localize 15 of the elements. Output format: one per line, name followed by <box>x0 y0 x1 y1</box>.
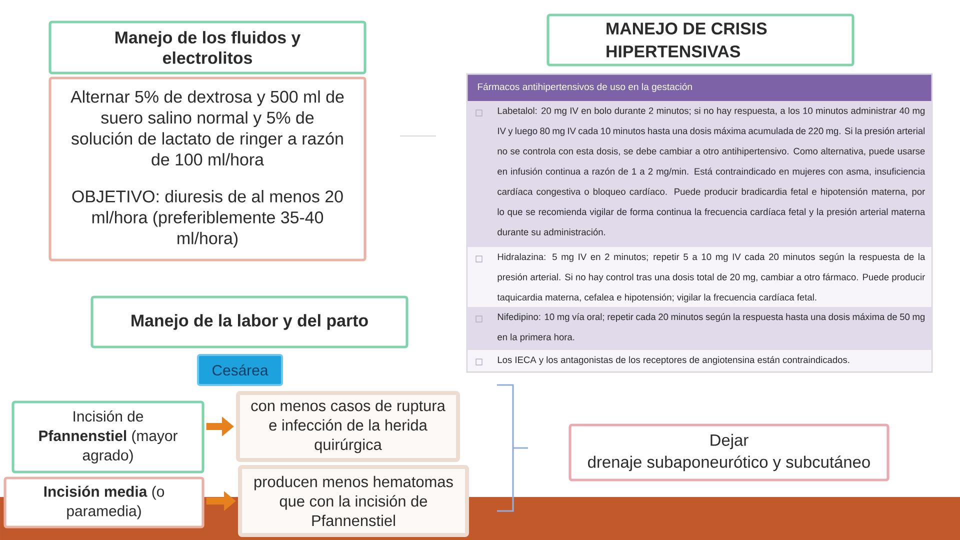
heading-box: Manejo de los fluidos y electrolitos <box>48 20 366 74</box>
heading-box: Manejo de la labor y del parto <box>90 296 408 348</box>
table-row: Nifedipino: 10 mg vía oral; repetir cada 20 minutos según la respuesta hasta una dosis máxima de 50 mg en la primera hora. <box>468 307 932 350</box>
text-box: producen menos hematomas que con la incisión de Pfannenstiel <box>238 465 469 537</box>
text-box: Alternar 5% de dextrosa y 500 ml de suero salino normal y 5% de solución de lactato de ringer a razón de 100 ml/hora OBJETIVO: diuresis de al menos 20 ml/hora (preferiblemente 35-40 ml/hora) <box>48 76 366 262</box>
table-row: Labetalol: 20 mg IV en bolo durante 2 minutos; si no hay respuesta, a los 10 minutos administrar 40 mg IV y luego 80 mg IV cada 10 minutos hasta una dosis máxima acumulada de 220 mg. Si la presión arterial no se controla con esta dosis, se debe cambiar a otro antihipertensivo. Como alternativa, puede usarse en infusión continua a razón de 1 a 2 mg/min. Está contraindicado en mujeres con asma, insuficiencia cardíaca congestiva o bloqueo cardíaco. Puede producir bradicardia fetal e hipotensión materna, por lo que se recomienda vigilar de forma continua la frecuencia cardíaca fetal y la presión arterial materna durante su administración. <box>468 101 932 247</box>
text-box: Dejar drenaje subaponeurótico y subcutáneo <box>568 424 890 482</box>
label-box: Cesárea <box>197 354 283 386</box>
text-box: Incisión media (o paramedia) <box>4 476 204 528</box>
text-box: Incisión de Pfannenstiel (mayor agrado) <box>12 400 204 474</box>
table-row: Los IECA y los antagonistas de los receptores de angiotensina están contraindicados. <box>468 350 932 372</box>
table-header: Fármacos antihipertensivos de uso en la gestación <box>468 74 932 101</box>
text-box: con menos casos de ruptura e infección de la herida quirúrgica <box>236 391 460 462</box>
heading-box: MANEJO DE CRISIS HIPERTENSIVAS <box>546 14 854 66</box>
table-row: Hidralazina: 5 mg IV en 2 minutos; repetir 5 a 10 mg IV cada 20 minutos según la respuesta de la presión arterial. Si no hay control tras una dosis total de 20 mg, cambiar a otro fármaco. Puede producir taquicardia materna, cefalea e hipotensión; vigilar la frecuencia cardíaca fetal. <box>468 247 932 307</box>
